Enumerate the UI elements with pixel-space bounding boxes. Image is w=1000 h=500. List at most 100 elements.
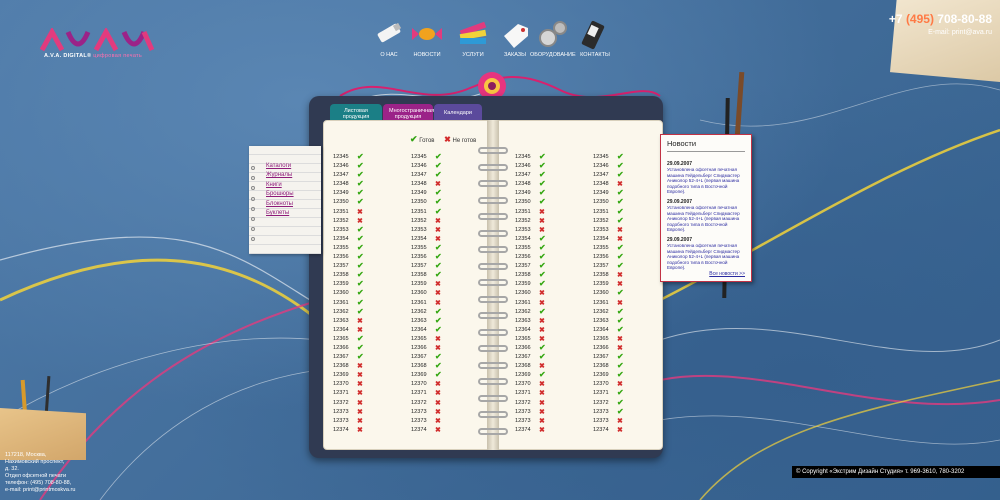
order-row[interactable]: 12362✔ [333, 307, 377, 317]
order-row[interactable]: 12347✔ [515, 170, 559, 180]
category-link[interactable]: Каталоги [266, 163, 292, 169]
order-row[interactable]: 12354✖ [593, 235, 637, 244]
order-row[interactable]: 12373✖ [515, 417, 559, 426]
order-row[interactable]: 12345✔ [593, 152, 637, 162]
order-row[interactable]: 12354✔ [515, 234, 559, 244]
order-row[interactable]: 12350✔ [593, 197, 637, 207]
order-row[interactable]: 12365✖ [515, 335, 559, 344]
order-row[interactable]: 12351✖ [333, 208, 377, 217]
order-row[interactable]: 12363✖ [333, 317, 377, 326]
order-row[interactable]: 12351✔ [593, 207, 637, 217]
order-row[interactable]: 12352✖ [411, 217, 455, 226]
order-row[interactable]: 12360✔ [333, 288, 377, 298]
order-row[interactable]: 12346✔ [515, 161, 559, 171]
order-row[interactable]: 12354✔ [333, 234, 377, 244]
order-row[interactable]: 12350✔ [333, 197, 377, 207]
order-row[interactable]: 12349✔ [333, 188, 377, 198]
order-row[interactable]: 12357✔ [411, 261, 455, 271]
order-row[interactable]: 12370✖ [333, 380, 377, 389]
nav-about[interactable]: О НАС [372, 18, 406, 58]
order-row[interactable]: 12358✔ [333, 270, 377, 280]
order-row[interactable]: 12370✖ [411, 380, 455, 389]
order-row[interactable]: 12353✖ [593, 226, 637, 235]
email-address[interactable]: E-mail: print@ava.ru [928, 29, 992, 36]
order-row[interactable]: 12347✔ [411, 170, 455, 180]
order-row[interactable]: 12373✖ [593, 417, 637, 426]
order-row[interactable]: 12345✔ [333, 152, 377, 162]
order-row[interactable]: 12359✖ [593, 280, 637, 289]
order-row[interactable]: 12367✔ [593, 352, 637, 362]
order-row[interactable]: 12368✔ [411, 361, 455, 371]
order-row[interactable]: 12347✔ [593, 170, 637, 180]
order-row[interactable]: 12360✖ [515, 289, 559, 298]
order-row[interactable]: 12355✔ [593, 243, 637, 253]
category-link[interactable]: Блокноты [266, 200, 293, 207]
order-row[interactable]: 12348✖ [411, 180, 455, 189]
order-row[interactable]: 12351✖ [515, 208, 559, 217]
order-row[interactable]: 12369✖ [333, 371, 377, 380]
order-row[interactable]: 12365✔ [333, 334, 377, 344]
tab-sheet-products[interactable]: Листовая продукция [330, 104, 382, 124]
order-row[interactable]: 12345✔ [411, 152, 455, 162]
order-row[interactable]: 12355✔ [411, 243, 455, 253]
nav-orders[interactable]: ЗАКАЗЫ [498, 18, 532, 58]
order-row[interactable]: 12366✔ [515, 343, 559, 353]
order-row[interactable]: 12345✔ [515, 152, 559, 162]
order-row[interactable]: 12353✖ [411, 226, 455, 235]
order-row[interactable]: 12349✔ [411, 188, 455, 198]
order-row[interactable]: 12367✔ [411, 352, 455, 362]
order-row[interactable]: 12369✔ [515, 370, 559, 380]
order-row[interactable]: 12373✖ [515, 408, 559, 417]
order-row[interactable]: 12360✔ [593, 288, 637, 298]
order-row[interactable]: 12374✖ [333, 426, 377, 435]
order-row[interactable]: 12360✖ [411, 289, 455, 298]
order-row[interactable]: 12366✔ [333, 343, 377, 353]
order-row[interactable]: 12356✔ [411, 252, 455, 262]
order-row[interactable]: 12371✔ [593, 388, 637, 398]
order-row[interactable]: 12371✖ [515, 389, 559, 398]
order-row[interactable]: 12373✔ [593, 407, 637, 417]
order-row[interactable]: 12355✔ [333, 243, 377, 253]
order-row[interactable]: 12368✖ [333, 362, 377, 371]
order-row[interactable]: 12372✖ [333, 399, 377, 408]
order-row[interactable]: 12372✔ [593, 398, 637, 408]
nav-contacts[interactable]: КОНТАКТЫ [578, 18, 612, 58]
order-row[interactable]: 12359✖ [411, 280, 455, 289]
order-row[interactable]: 12367✔ [333, 352, 377, 362]
order-row[interactable]: 12364✔ [411, 325, 455, 335]
category-link[interactable]: Журналы [266, 172, 293, 179]
order-row[interactable]: 12368✖ [515, 362, 559, 371]
order-row[interactable]: 12348✔ [333, 179, 377, 189]
order-row[interactable]: 12356✔ [515, 252, 559, 262]
order-row[interactable]: 12348✖ [593, 180, 637, 189]
order-row[interactable]: 12373✖ [333, 408, 377, 417]
order-row[interactable]: 12350✔ [411, 197, 455, 207]
order-row[interactable]: 12363✔ [593, 316, 637, 326]
order-row[interactable]: 12357✔ [593, 261, 637, 271]
order-row[interactable]: 12349✔ [515, 188, 559, 198]
order-row[interactable]: 12374✖ [515, 426, 559, 435]
order-row[interactable]: 12359✔ [515, 279, 559, 289]
order-row[interactable]: 12358✔ [515, 270, 559, 280]
copyright[interactable]: © Copyright «Экстрим Дизайн Студия» т. 9… [792, 466, 1000, 478]
order-row[interactable]: 12348✔ [515, 179, 559, 189]
order-row[interactable]: 12364✔ [593, 325, 637, 335]
order-row[interactable]: 12362✔ [411, 307, 455, 317]
order-row[interactable]: 12366✖ [411, 344, 455, 353]
order-row[interactable]: 12369✔ [411, 370, 455, 380]
order-row[interactable]: 12350✔ [515, 197, 559, 207]
order-row[interactable]: 12373✖ [333, 417, 377, 426]
all-news-link[interactable]: Все новости >> [709, 271, 745, 277]
category-link[interactable]: Буклеты [266, 209, 290, 216]
order-row[interactable]: 12371✖ [411, 389, 455, 398]
order-row[interactable]: 12361✔ [333, 298, 377, 308]
order-row[interactable]: 12369✔ [593, 370, 637, 380]
order-row[interactable]: 12368✔ [593, 361, 637, 371]
order-row[interactable]: 12352✖ [333, 217, 377, 226]
category-link[interactable]: Книги [266, 181, 282, 188]
order-row[interactable]: 12374✖ [593, 426, 637, 435]
order-row[interactable]: 12371✖ [333, 389, 377, 398]
order-row[interactable]: 12346✔ [411, 161, 455, 171]
